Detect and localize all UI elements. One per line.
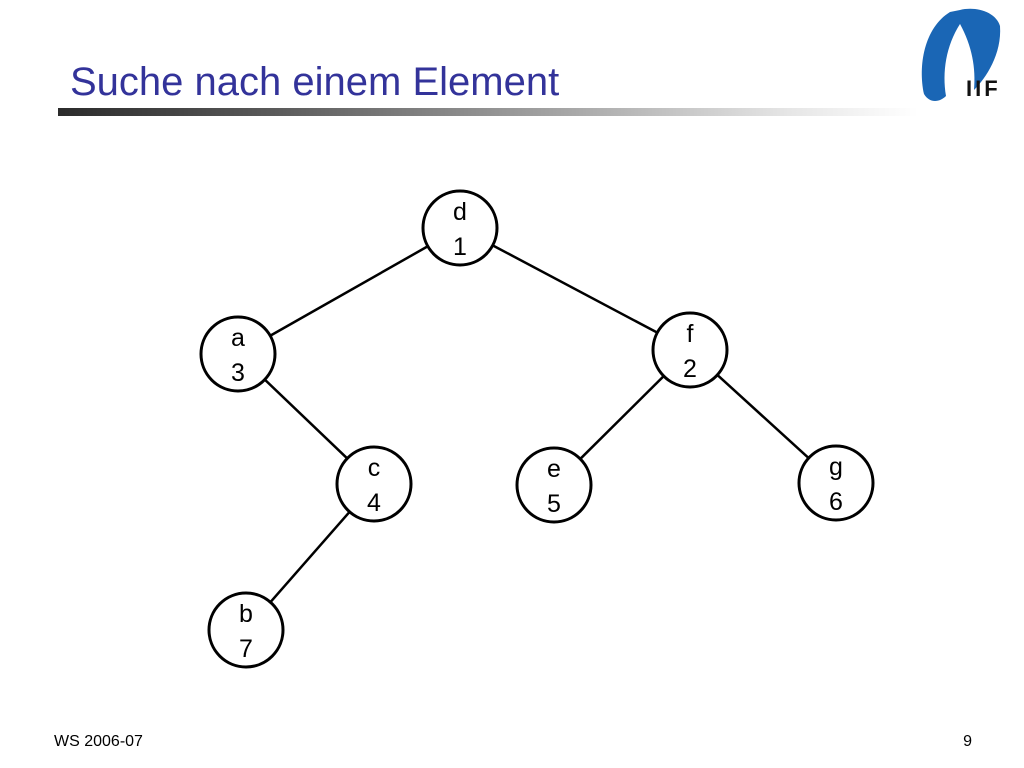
- tree-node-circle: [207, 591, 285, 669]
- tree-node-number: 7: [239, 635, 253, 663]
- iif-logo-icon: [921, 8, 1001, 101]
- tree-node-circle: [335, 445, 413, 523]
- slide-title: Suche nach einem Element: [70, 60, 560, 104]
- logo-text: IIF: [966, 76, 1001, 101]
- tree-node-number: 5: [547, 490, 561, 518]
- tree-node-circle: [515, 446, 593, 524]
- tree-edge-d-a: [269, 245, 429, 337]
- tree-node-a: a3: [199, 315, 277, 393]
- tree-edge-f-e: [579, 375, 665, 460]
- tree-node-circle: [651, 311, 729, 389]
- tree-node-number: 2: [683, 355, 697, 383]
- tree-node-letter: a: [231, 324, 245, 352]
- tree-node-number: 3: [231, 359, 245, 387]
- page-number: 9: [963, 733, 972, 750]
- tree-node-letter: b: [239, 600, 253, 628]
- tree-edge-d-f: [492, 244, 658, 334]
- tree-node-letter: d: [453, 198, 467, 226]
- tree-node-d: d1: [421, 189, 499, 267]
- tree-node-letter: e: [547, 455, 561, 483]
- tree-edge-a-c: [263, 378, 349, 460]
- tree-node-letter: g: [829, 453, 843, 481]
- tree-node-letter: c: [368, 454, 381, 482]
- tree-edge-c-b: [269, 510, 351, 604]
- tree-node-number: 6: [829, 488, 843, 516]
- tree-node-circle: [421, 189, 499, 267]
- tree-node-circle: [797, 444, 875, 522]
- tree-node-f: f2: [651, 311, 729, 389]
- tree-edge-f-g: [716, 373, 810, 460]
- tree-node-number: 4: [367, 489, 381, 517]
- tree-node-number: 1: [453, 233, 467, 261]
- title-divider: [58, 108, 918, 116]
- tree-node-letter: f: [687, 320, 694, 348]
- tree-node-c: c4: [335, 445, 413, 523]
- tree-node-circle: [199, 315, 277, 393]
- tree-node-g: g6: [797, 444, 875, 522]
- tree-node-b: b7: [207, 591, 285, 669]
- footer-semester: WS 2006-07: [54, 733, 143, 750]
- tree-node-e: e5: [515, 446, 593, 524]
